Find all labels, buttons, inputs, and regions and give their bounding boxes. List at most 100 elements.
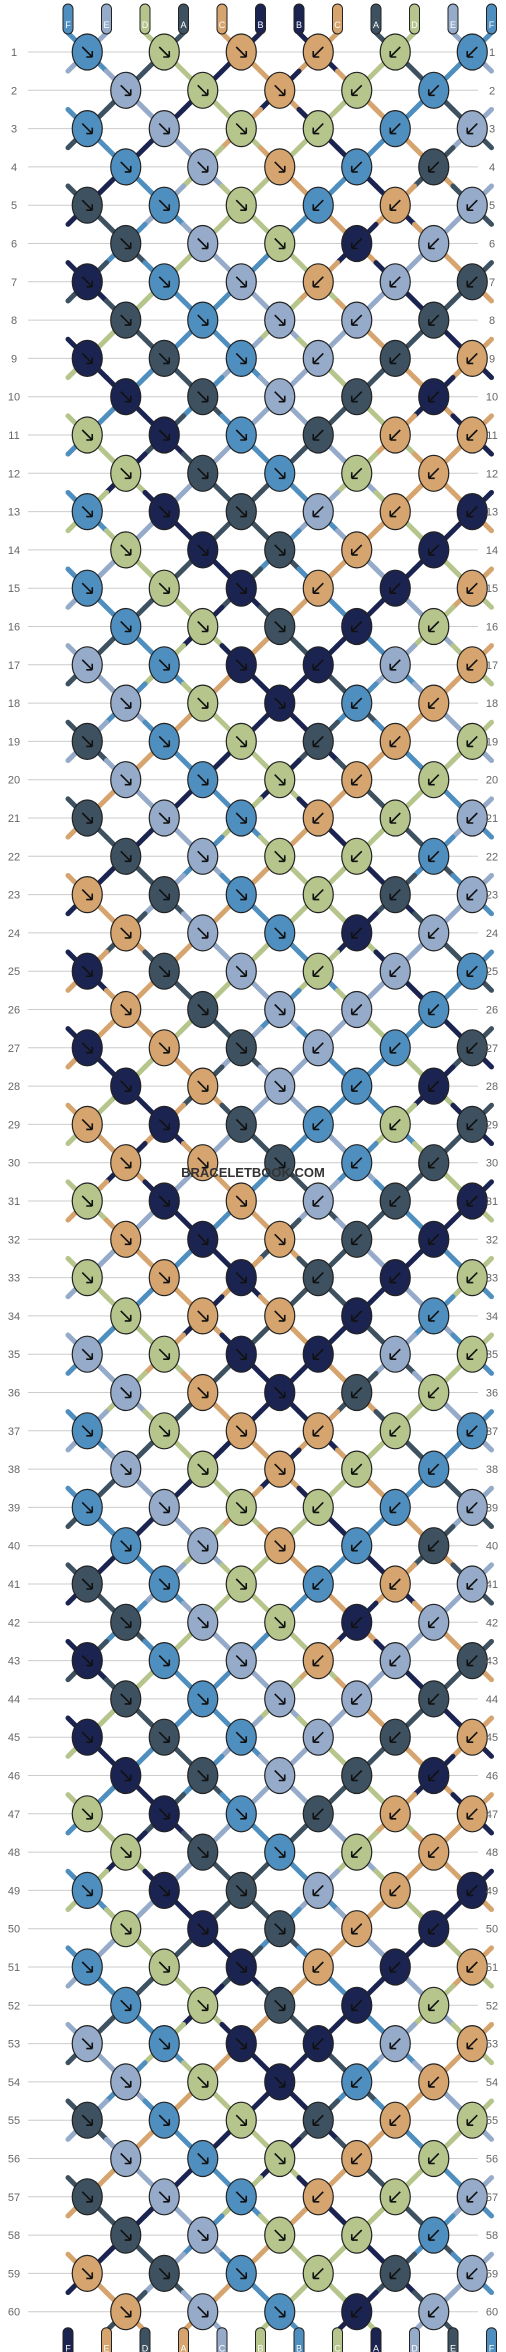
row-label: 14: [8, 545, 20, 557]
row-label: 21: [8, 813, 20, 825]
knot-arrow: [81, 889, 94, 901]
row-label: 42: [486, 1617, 498, 1629]
row-label: 6: [489, 239, 495, 251]
row-label: 13: [486, 507, 498, 519]
row-label: 60: [486, 2307, 498, 2319]
knot-arrow: [197, 620, 209, 633]
knot-arrow: [312, 1042, 324, 1054]
strand-end-bottom: [293, 2327, 305, 2352]
row-label: 14: [486, 545, 498, 557]
row-label: 3: [489, 124, 495, 136]
knot-arrow: [350, 1386, 363, 1399]
knot-arrow: [81, 659, 94, 671]
knot-arrow: [389, 199, 401, 211]
knot-arrow: [235, 46, 248, 58]
knot-arrow: [312, 429, 324, 441]
knot-arrow: [389, 889, 401, 901]
knot-arrow: [350, 1540, 363, 1552]
knot-arrow: [235, 1884, 248, 1897]
knot-arrow: [158, 735, 171, 748]
row-label: 18: [486, 698, 498, 710]
row-label: 11: [8, 430, 19, 442]
row-label: 19: [486, 736, 498, 748]
knot-arrow: [120, 1693, 132, 1705]
knot-arrow: [197, 1693, 209, 1705]
row-label: 47: [486, 1809, 498, 1821]
knot-arrow: [389, 2191, 401, 2203]
row-label: 41: [8, 1579, 20, 1591]
knot-arrow: [81, 1425, 94, 1437]
knot-arrow: [350, 237, 363, 250]
knot-arrow: [312, 123, 324, 135]
row-label: 36: [486, 1388, 498, 1400]
knot-arrow: [427, 1310, 440, 1322]
row-label: 25: [486, 966, 498, 978]
knot-arrow: [197, 1386, 209, 1399]
knot-arrow: [120, 314, 132, 326]
knot-arrow: [197, 237, 209, 250]
row-label: 13: [8, 507, 20, 519]
knot-arrow: [235, 1961, 248, 1973]
row-label: 26: [8, 1005, 20, 1017]
knot-arrow: [427, 467, 440, 480]
row-label: 18: [8, 698, 20, 710]
knot-arrow: [466, 735, 478, 748]
row-label: 53: [486, 2039, 498, 2051]
knot-arrow: [158, 199, 171, 211]
knot-arrow: [389, 2114, 401, 2126]
knot-arrow: [197, 1846, 209, 1858]
knot-arrow: [158, 1118, 171, 1131]
knot-arrow: [197, 391, 209, 403]
row-label: 34: [8, 1311, 20, 1323]
knot-arrow: [350, 1310, 363, 1322]
knot-arrow: [389, 1348, 401, 1360]
knot-arrow: [350, 1999, 363, 2012]
knot-arrow: [466, 659, 478, 671]
knot-arrow: [197, 1463, 209, 1475]
knot-arrow: [274, 1157, 286, 1169]
row-label: 40: [8, 1541, 20, 1553]
knot-arrow: [312, 582, 324, 594]
row-label: 29: [8, 1119, 20, 1131]
knot-arrow: [274, 697, 286, 709]
knot-arrow: [197, 2076, 209, 2088]
row-label: 54: [8, 2077, 20, 2089]
knot-arrow: [350, 544, 363, 556]
knot-arrow: [235, 352, 248, 365]
row-label: 60: [8, 2307, 20, 2319]
row-label: 17: [486, 660, 498, 672]
knot-arrow: [120, 1846, 132, 1858]
knot-arrow: [312, 659, 324, 671]
knot-arrow: [81, 1731, 94, 1743]
knot-arrow: [389, 429, 401, 441]
knot-arrow: [389, 2038, 401, 2050]
row-label: 21: [486, 813, 498, 825]
knot-arrow: [158, 1425, 171, 1437]
knot-arrow: [427, 2229, 440, 2241]
knot-arrow: [120, 774, 132, 786]
knot-arrow: [120, 1003, 132, 1016]
knot-arrow: [197, 1233, 209, 1246]
knot-arrow: [466, 1961, 478, 1973]
knot-arrow: [389, 352, 401, 365]
knot-arrow: [197, 1769, 209, 1782]
strand-end-bottom: [216, 2327, 228, 2352]
knot-arrow: [427, 237, 440, 250]
knot-arrow: [197, 697, 209, 709]
knot-arrow: [81, 276, 94, 288]
row-label: 9: [11, 353, 17, 365]
knot-arrow: [158, 1272, 171, 1284]
knot-arrow: [350, 850, 363, 863]
knot-arrow: [389, 1884, 401, 1897]
row-labels-left: 1234567891011121314151617181920212223242…: [8, 47, 20, 2319]
strand-letter: F: [65, 2344, 71, 2352]
knot-arrow: [81, 352, 94, 365]
knot-arrow: [466, 276, 478, 288]
row-label: 37: [8, 1426, 20, 1438]
knot-arrow: [274, 2229, 286, 2241]
knot-arrow: [81, 1655, 94, 1667]
row-label: 36: [8, 1388, 20, 1400]
knot-arrow: [274, 1923, 286, 1935]
knot-arrow: [427, 1157, 440, 1169]
